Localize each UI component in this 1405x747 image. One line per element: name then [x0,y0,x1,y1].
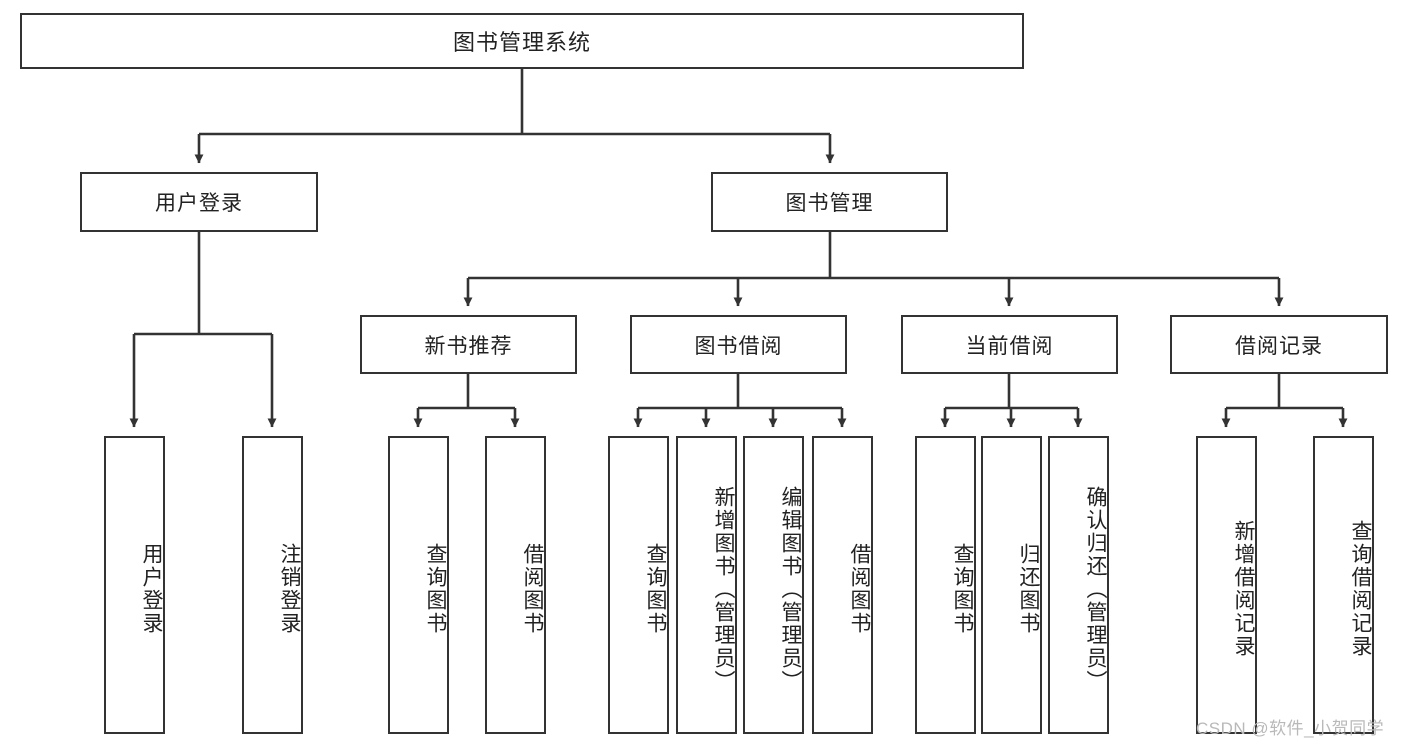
node-leaf-add-borrow-record[interactable]: 新增借阅记录 [1196,436,1257,734]
node-label: 图书借阅 [694,334,783,358]
node-label: 查询借阅记录 [1349,520,1372,658]
node-label: 确认归还（管理员） [1084,485,1107,693]
node-leaf-query-book-1[interactable]: 查询图书 [388,436,449,734]
node-label: 图书管理系统 [452,30,591,55]
node-label: 借阅图书 [848,543,871,635]
node-current-borrow[interactable]: 当前借阅 [901,315,1118,374]
node-label: 用户登录 [140,543,163,635]
node-new-book-recommend[interactable]: 新书推荐 [360,315,577,374]
node-leaf-add-book[interactable]: 新增图书（管理员） [676,436,737,734]
node-label: 借阅记录 [1235,334,1323,358]
node-label: 当前借阅 [965,334,1054,358]
node-label: 新书推荐 [424,334,513,358]
node-label: 查询图书 [951,543,974,635]
node-leaf-logout-login[interactable]: 注销登录 [242,436,303,734]
node-root-system[interactable]: 图书管理系统 [20,13,1024,69]
node-label: 查询图书 [644,543,667,635]
node-label: 编辑图书（管理员） [779,485,802,693]
node-leaf-borrow-book-2[interactable]: 借阅图书 [812,436,873,734]
node-label: 查询图书 [424,543,447,635]
node-leaf-edit-book[interactable]: 编辑图书（管理员） [743,436,804,734]
node-leaf-return-book[interactable]: 归还图书 [981,436,1042,734]
node-leaf-query-book-3[interactable]: 查询图书 [915,436,976,734]
node-label: 归还图书 [1017,543,1040,635]
node-leaf-query-book-2[interactable]: 查询图书 [608,436,669,734]
node-leaf-confirm-return[interactable]: 确认归还（管理员） [1048,436,1109,734]
node-label: 图书管理 [785,192,874,215]
node-leaf-user-login[interactable]: 用户登录 [104,436,165,734]
node-label: 注销登录 [278,543,301,635]
node-borrow-record[interactable]: 借阅记录 [1170,315,1388,374]
node-label: 借阅图书 [521,543,544,635]
node-user-login[interactable]: 用户登录 [80,172,318,232]
node-book-borrow[interactable]: 图书借阅 [630,315,847,374]
node-label: 新增图书（管理员） [712,485,735,693]
watermark: CSDN @软件_小贺同学 [1196,719,1385,738]
node-leaf-borrow-book-1[interactable]: 借阅图书 [485,436,546,734]
node-label: 新增借阅记录 [1232,520,1255,658]
node-leaf-query-borrow-record[interactable]: 查询借阅记录 [1313,436,1374,734]
node-label: 用户登录 [155,192,243,215]
node-book-manage[interactable]: 图书管理 [711,172,948,232]
